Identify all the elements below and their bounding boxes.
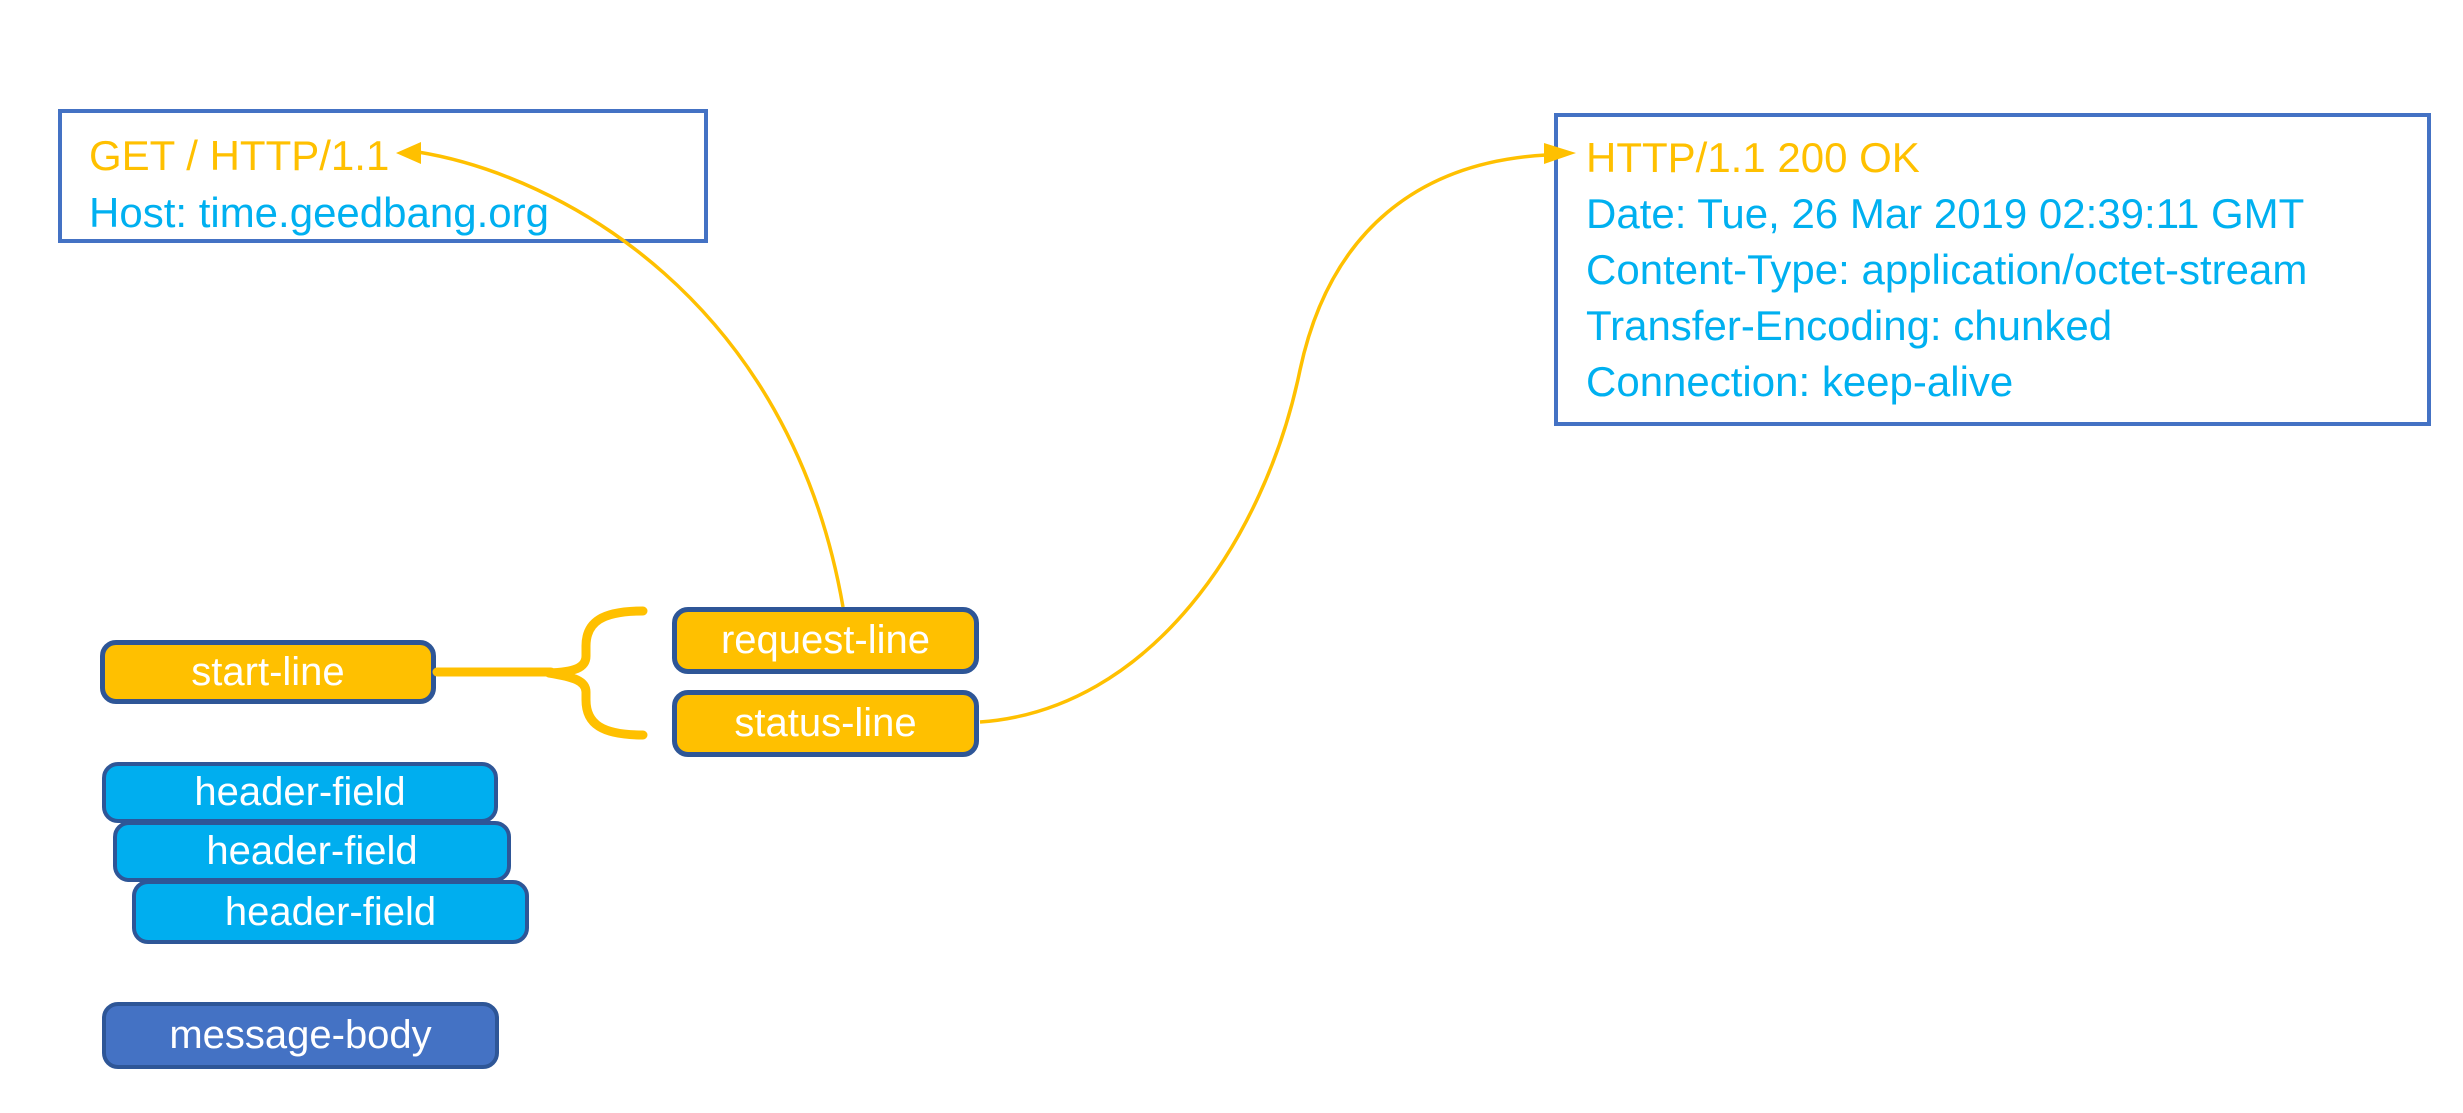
status-curve <box>979 153 1547 724</box>
response-transfer-encoding-text: Transfer-Encoding: chunked <box>1586 302 2113 349</box>
request-host-header-text: Host: time.geedbang.org <box>89 189 549 236</box>
message-body-pill: message-body <box>102 1002 499 1069</box>
response-status-line-text: HTTP/1.1 200 OK <box>1586 134 1920 181</box>
header-field-pill-3: header-field <box>132 880 529 944</box>
http-request-example-box: GET / HTTP/1.1 Host: time.geedbang.org <box>58 109 708 243</box>
status-line-pill: status-line <box>672 690 979 757</box>
header-field-pill-1: header-field <box>102 762 498 823</box>
response-connection-text: Connection: keep-alive <box>1586 358 2014 405</box>
response-date-header-text: Date: Tue, 26 Mar 2019 02:39:11 GMT <box>1586 190 2305 237</box>
http-response-example-box: HTTP/1.1 200 OK Date: Tue, 26 Mar 2019 0… <box>1554 113 2431 426</box>
start-line-pill: start-line <box>100 640 436 704</box>
header-field-pill-2: header-field <box>113 821 511 882</box>
left-brace <box>544 606 648 740</box>
request-line-pill: request-line <box>672 607 979 674</box>
response-content-type-text: Content-Type: application/octet-stream <box>1586 246 2308 293</box>
request-start-line-text: GET / HTTP/1.1 <box>89 132 390 179</box>
